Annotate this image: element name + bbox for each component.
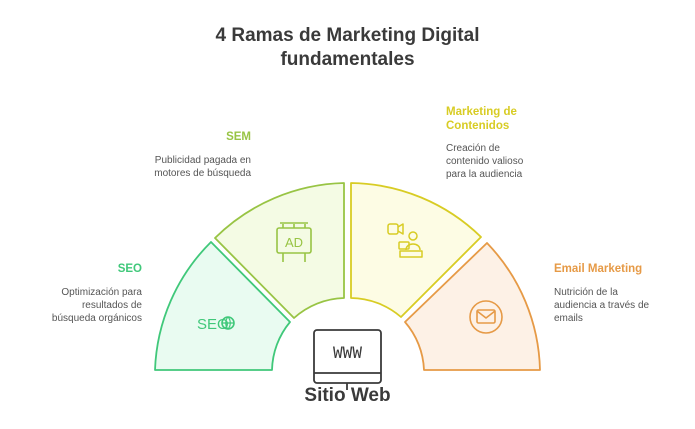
content-creator-icon [387, 223, 423, 258]
title-line-1: 4 Ramas de Marketing Digital [215, 25, 480, 46]
center-label: Sitio Web [304, 385, 391, 406]
seo-heading: SEO [117, 263, 142, 275]
seo-icon-text: SEO [197, 316, 229, 333]
segment-content[interactable] [350, 182, 482, 318]
seo-icon: SEO [197, 316, 235, 333]
title-line-2: fundamentales [280, 49, 415, 70]
email-heading: Email Marketing [554, 263, 643, 275]
billboard-icon: AD [276, 222, 312, 262]
segment-seo[interactable] [154, 241, 291, 371]
content-description: Creación de contenido valioso para la au… [446, 143, 524, 180]
email-icon [469, 300, 503, 334]
monitor-icon: WWW [313, 329, 382, 390]
segment-sem[interactable] [214, 182, 345, 319]
billboard-icon-text: AD [285, 235, 303, 250]
sem-heading: SEM [226, 131, 251, 143]
sem-description: Publicidad pagada en motores de búsqueda [154, 155, 251, 179]
email-description: Nutrición de la audiencia a través de em… [554, 287, 650, 324]
seo-description: Optimización para resultados de búsqueda… [51, 287, 142, 324]
page-title: 4 Ramas de Marketing Digital fundamental… [0, 24, 695, 72]
segment-email[interactable] [404, 242, 541, 371]
www-text: WWW [333, 343, 362, 362]
content-heading: Marketing de Contenidos [446, 106, 517, 132]
